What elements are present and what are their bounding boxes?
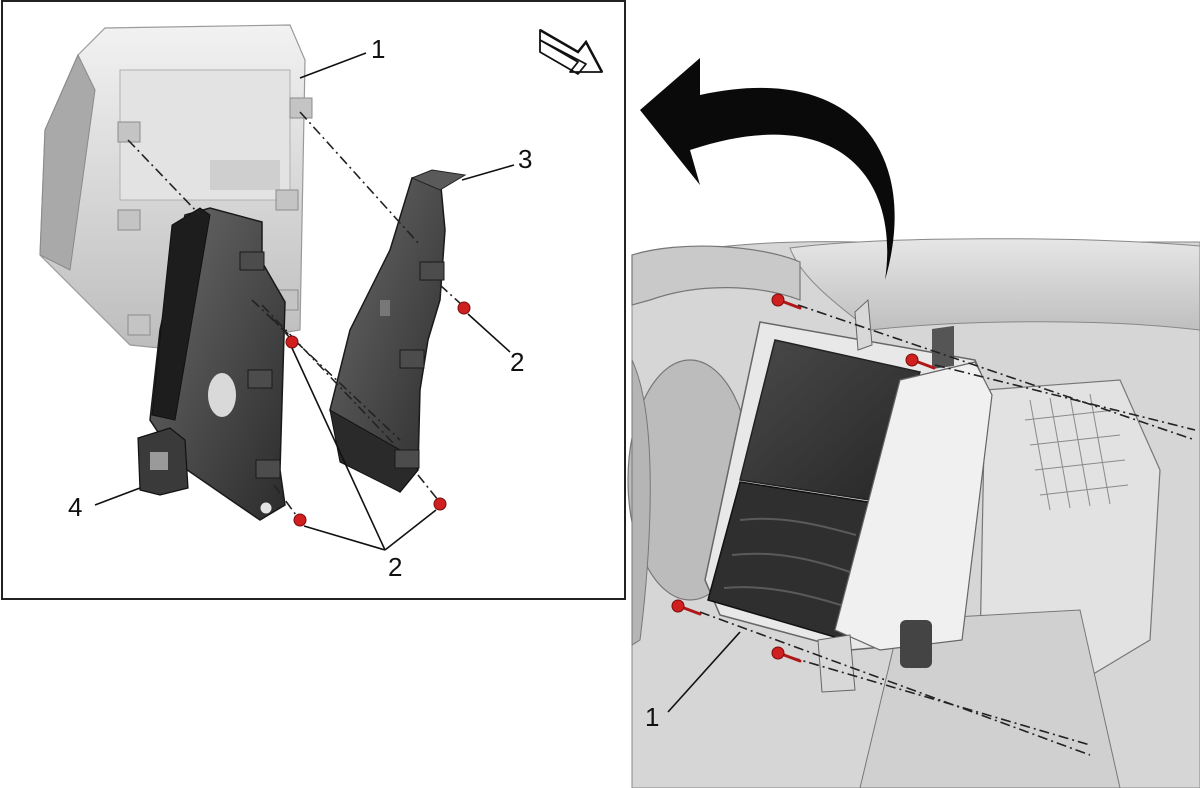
bracket-slot-lower [900,620,932,668]
inset-leader-fastener-right [467,313,511,353]
vehicle-fastener [771,646,802,663]
bracket-tab-bottom [817,634,856,693]
inset-bracket-left-cutout [208,373,236,417]
inset-fastener [433,497,447,511]
inset-bracket-left-hole [259,501,273,515]
inset-bracket-left-tabs [239,251,281,479]
bracket-slot-upper [932,325,954,370]
inset-fastener [285,335,299,349]
inset-bracket-right-slot [380,300,390,316]
vehicle-alignment-lines [699,304,1196,756]
inset-label-fastener-group: 2 [388,552,402,582]
inset-leader-fastener-group-b [303,525,386,551]
inset-leader-fastener-group-a [291,347,386,551]
vent-grid [1024,393,1129,511]
bracket-tab-top [854,298,873,351]
inset-label-bracket-right: 3 [518,144,532,174]
inset-alignment-lines [127,111,463,516]
inset-label-display: 1 [371,34,385,64]
display-side-bracket [834,361,993,651]
vehicle-fastener [905,353,936,370]
inset-fastener [457,301,471,315]
inset-bracket-right-base [329,409,419,493]
inset-leader-display [299,52,367,79]
removal-direction-arrow-icon [640,58,895,280]
inset-label-fastener-right: 2 [510,347,524,377]
steering-wheel [631,245,801,306]
inset-leader-bracket-right [461,164,515,181]
inset-fastener [293,513,307,527]
front-arrow-icon [539,28,604,75]
vehicle-leader-display [667,631,741,713]
inset-leader-bracket-4 [94,487,141,506]
vehicle-view: 1 [627,238,1200,788]
vehicle-fastener [671,599,702,616]
inset-bracket-right-tab [410,169,467,191]
vehicle-fastener [771,293,802,310]
inset-display-mount-tabs [117,97,313,336]
inset-bracket-left-flange [151,207,211,421]
inset-display-side [39,53,96,271]
inset-leader-fastener-group-c [384,509,437,551]
inset-bracket-right-tabs [394,261,445,469]
display-control-buttons [723,517,857,607]
inset-bracket-4-slot [150,452,168,470]
steering-rim-lower [631,359,651,646]
dashboard-pad [789,238,1200,331]
vehicle-label-display: 1 [645,702,659,732]
inset-display-label [210,160,280,190]
inset-panel: 1 3 2 2 4 [1,0,626,600]
inset-label-bracket-4: 4 [68,492,82,522]
